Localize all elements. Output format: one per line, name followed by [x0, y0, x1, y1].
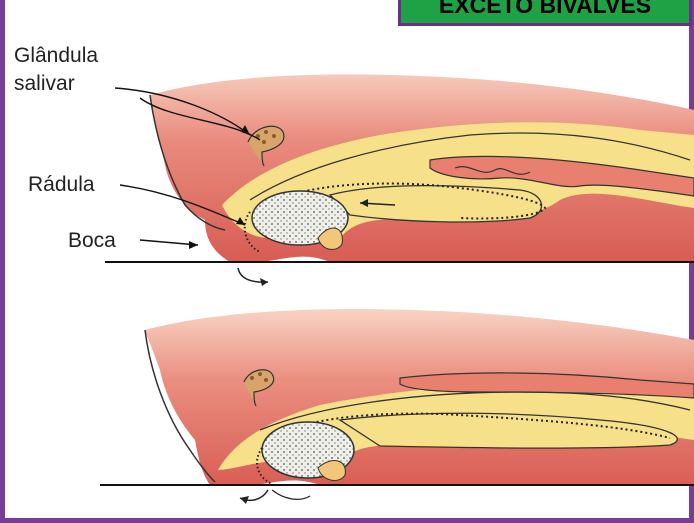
label-glandula-line1: Glândula	[14, 44, 98, 68]
top-diagram	[105, 74, 694, 286]
bottom-diagram	[100, 309, 694, 504]
exceto-bivalves-badge: EXCETO BIVALVES	[398, 0, 692, 26]
label-radula: Rádula	[28, 173, 95, 197]
badge-text: EXCETO BIVALVES	[401, 0, 689, 17]
label-boca: Boca	[68, 229, 116, 253]
label-glandula-line2: salivar	[14, 72, 75, 96]
